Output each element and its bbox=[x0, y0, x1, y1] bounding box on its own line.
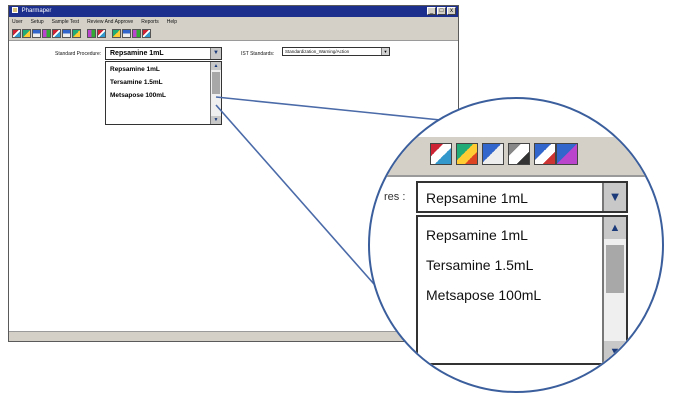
window-title: Pharmaper bbox=[21, 8, 52, 14]
toolbar-icon-7[interactable] bbox=[72, 29, 81, 38]
magnified-toolbar-icon-4 bbox=[508, 143, 530, 165]
magnified-toolbar bbox=[370, 137, 662, 177]
magnified-dropdown: Repsamine 1mL ▼ bbox=[416, 181, 628, 213]
magnifier-circle: res : Repsamine 1mL ▼ Repsamine 1mL Ters… bbox=[368, 97, 664, 393]
magnified-toolbar-icon-1 bbox=[430, 143, 452, 165]
maximize-button[interactable]: □ bbox=[437, 7, 446, 15]
chevron-down-icon: ▼ bbox=[602, 183, 626, 211]
magnified-list-item: Repsamine 1mL bbox=[426, 227, 528, 243]
minimize-button[interactable]: _ bbox=[427, 7, 436, 15]
magnified-scroll-thumb bbox=[606, 245, 624, 293]
toolbar-icon-13[interactable] bbox=[142, 29, 151, 38]
toolbar-icon-9[interactable] bbox=[97, 29, 106, 38]
app-icon bbox=[12, 7, 18, 14]
toolbar-icon-12[interactable] bbox=[132, 29, 141, 38]
scroll-thumb[interactable] bbox=[212, 72, 220, 94]
toolbar-icon-2[interactable] bbox=[22, 29, 31, 38]
magnified-toolbar-icon-2 bbox=[456, 143, 478, 165]
magnified-toolbar-icon-3 bbox=[482, 143, 504, 165]
title-bar: Pharmaper _ □ x bbox=[9, 6, 458, 17]
menu-help[interactable]: Help bbox=[166, 19, 178, 25]
toolbar-icon-8[interactable] bbox=[87, 29, 96, 38]
list-scrollbar[interactable]: ▲ ▼ bbox=[210, 62, 221, 124]
toolbar bbox=[9, 27, 458, 41]
toolbar-icon-3[interactable] bbox=[32, 29, 41, 38]
standard-procedure-value: Repsamine 1mL bbox=[110, 50, 164, 57]
toolbar-icon-5[interactable] bbox=[52, 29, 61, 38]
window-controls: _ □ x bbox=[427, 7, 456, 15]
scroll-up-icon: ▲ bbox=[604, 217, 626, 239]
magnified-scrollbar: ▲ ▼ bbox=[602, 217, 626, 363]
list-item[interactable]: Metsapose 100mL bbox=[110, 92, 166, 99]
menu-review-and-approve[interactable]: Review And Approve bbox=[87, 19, 134, 25]
standard-procedure-label: Standard Procedure: bbox=[55, 51, 102, 57]
menu-setup[interactable]: Setup bbox=[30, 19, 44, 25]
magnified-list: Repsamine 1mL Tersamine 1.5mL Metsapose … bbox=[416, 215, 628, 365]
magnified-list-item: Metsapose 100mL bbox=[426, 287, 542, 303]
list-item[interactable]: Tersamine 1.5mL bbox=[110, 79, 163, 86]
magnified-toolbar-icon-6 bbox=[556, 143, 578, 165]
toolbar-icon-1[interactable] bbox=[12, 29, 21, 38]
magnified-selected-value: Repsamine 1mL bbox=[426, 190, 528, 206]
ist-standards-value: Standardization_Warning/Action bbox=[285, 49, 350, 54]
close-button[interactable]: x bbox=[447, 7, 456, 15]
magnified-label-fragment: res : bbox=[384, 191, 406, 203]
magnified-toolbar-icon-5 bbox=[534, 143, 556, 165]
status-bar bbox=[9, 331, 458, 341]
magnified-list-item: Tersamine 1.5mL bbox=[426, 257, 534, 273]
standard-procedure-dropdown[interactable]: Repsamine 1mL ▼ bbox=[105, 47, 222, 60]
toolbar-icon-6[interactable] bbox=[62, 29, 71, 38]
scroll-down-icon[interactable]: ▼ bbox=[211, 116, 221, 124]
menu-user[interactable]: User bbox=[12, 19, 23, 25]
scroll-down-icon: ▼ bbox=[604, 341, 626, 363]
menu-bar: User Setup Sample Test Review And Approv… bbox=[9, 17, 458, 27]
toolbar-icon-11[interactable] bbox=[122, 29, 131, 38]
chevron-down-icon[interactable]: ▼ bbox=[210, 48, 221, 59]
toolbar-icon-10[interactable] bbox=[112, 29, 121, 38]
toolbar-icon-4[interactable] bbox=[42, 29, 51, 38]
standard-procedure-list: Repsamine 1mL Tersamine 1.5mL Metsapose … bbox=[105, 61, 222, 125]
ist-standards-dropdown[interactable]: Standardization_Warning/Action ▼ bbox=[282, 47, 390, 56]
menu-sample-test[interactable]: Sample Test bbox=[51, 19, 80, 25]
menu-reports[interactable]: Reports bbox=[141, 19, 159, 25]
list-item[interactable]: Repsamine 1mL bbox=[110, 66, 160, 73]
ist-standards-label: IST Standards: bbox=[241, 51, 275, 57]
scroll-up-icon[interactable]: ▲ bbox=[211, 62, 221, 70]
chevron-down-icon[interactable]: ▼ bbox=[381, 48, 389, 55]
